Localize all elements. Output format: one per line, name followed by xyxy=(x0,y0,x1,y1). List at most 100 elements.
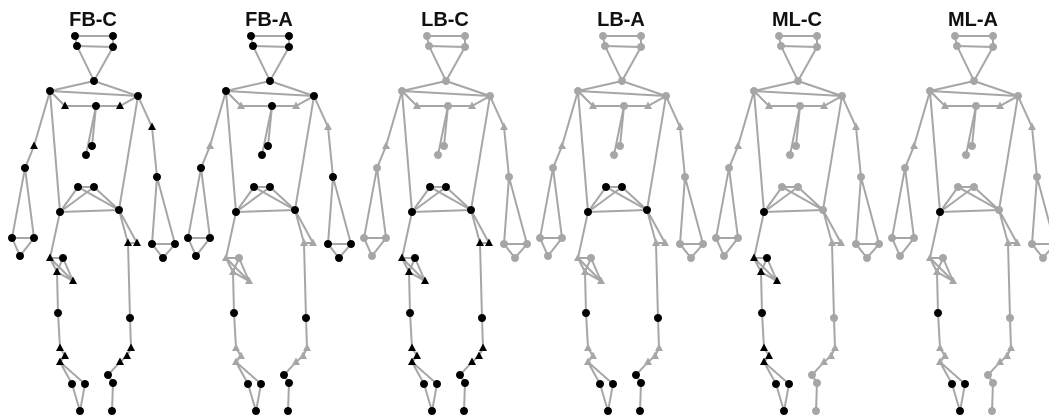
joint-head-tl-circle xyxy=(423,32,431,40)
joint-hand-r-circle xyxy=(1039,254,1047,262)
bone-edge xyxy=(57,312,61,349)
bone-edge xyxy=(577,90,667,97)
bone-edge xyxy=(238,257,250,282)
bone-edge xyxy=(1031,176,1038,245)
bone-edge xyxy=(287,382,290,412)
joint-chest-r-triangle xyxy=(820,101,828,109)
bone-edge xyxy=(313,95,329,128)
bone-edge xyxy=(252,45,290,48)
joint-wrist-l-a-circle xyxy=(360,234,368,242)
bone-edge xyxy=(561,90,579,147)
joint-head-br-circle xyxy=(285,43,293,51)
bone-edge xyxy=(780,45,818,48)
bone-edge xyxy=(200,167,211,239)
bone-edge xyxy=(225,90,315,97)
bone-edge xyxy=(679,176,686,245)
joint-hip-top-r-circle xyxy=(618,183,626,191)
joint-hip-l-circle xyxy=(408,208,416,216)
joint-shin-l-b-triangle xyxy=(589,351,597,359)
joint-neck-circle xyxy=(442,77,450,85)
panel-title: FB-A xyxy=(245,9,293,31)
joint-hand-r-circle xyxy=(687,254,695,262)
bone-edge xyxy=(235,209,296,213)
joint-toe-l-circle xyxy=(956,407,964,415)
joint-upperarm-r-triangle xyxy=(324,122,332,130)
joint-shin-r-b-triangle xyxy=(827,351,835,359)
joint-elbow-l-circle xyxy=(901,164,909,172)
bone-edge xyxy=(761,312,765,349)
joint-wrist-r-b-circle xyxy=(347,240,355,248)
skeleton-edges xyxy=(187,35,352,412)
joint-head-bl-circle xyxy=(73,42,81,50)
joint-thigh-l-circle xyxy=(758,309,766,317)
joint-shin-l-a-triangle xyxy=(760,343,768,351)
panel-ml-a: ML-A xyxy=(888,9,1049,415)
joint-upperarm-r-triangle xyxy=(1028,122,1036,130)
bone-edge xyxy=(411,186,447,213)
joint-thigh-l-circle xyxy=(582,309,590,317)
joint-ankle-r-triangle xyxy=(996,357,1004,365)
joint-thigh-l-circle xyxy=(934,309,942,317)
joint-shoulder-r-circle xyxy=(134,92,142,100)
joint-chest-c-circle xyxy=(444,102,452,110)
joint-sternum-b-circle xyxy=(82,151,90,159)
joint-elbow-l-circle xyxy=(197,164,205,172)
bone-edge xyxy=(255,383,262,412)
joint-upperarm-l-triangle xyxy=(30,141,38,149)
bone-edge xyxy=(587,209,648,213)
joint-pelvis-1-triangle xyxy=(574,253,582,261)
bone-edge xyxy=(294,95,315,211)
joint-chest-r-triangle xyxy=(116,101,124,109)
bone-edge xyxy=(127,242,131,319)
bone-edge xyxy=(151,176,158,245)
joint-wrist-r-b-circle xyxy=(171,240,179,248)
bone-edge xyxy=(753,257,778,282)
panel-title: ML-C xyxy=(772,9,822,31)
joint-pelvis-1-triangle xyxy=(222,253,230,261)
bone-edge xyxy=(815,382,818,412)
joint-ankle-r-triangle xyxy=(116,357,124,365)
bone-edge xyxy=(253,186,296,211)
bone-edge xyxy=(797,46,818,82)
joint-upperarm-l-triangle xyxy=(558,141,566,149)
joint-pelvis-4-triangle xyxy=(421,276,429,284)
joint-neck-circle xyxy=(794,77,802,85)
joint-wrist-l-a-circle xyxy=(184,234,192,242)
bone-edge xyxy=(59,209,120,213)
bone-edge xyxy=(939,361,953,385)
joint-head-tr-circle xyxy=(285,32,293,40)
joint-foot-r-circle xyxy=(989,379,997,387)
joint-shoulder-l-circle xyxy=(574,87,582,95)
bone-edge xyxy=(956,45,975,82)
bone-edge xyxy=(209,90,227,147)
bone-edge xyxy=(789,105,801,156)
bone-edge xyxy=(577,90,589,213)
bone-edge xyxy=(261,105,273,156)
joint-shoulder-r-circle xyxy=(838,92,846,100)
bone-edge xyxy=(753,90,843,97)
bone-edge xyxy=(49,90,61,213)
joint-chest-c-circle xyxy=(796,102,804,110)
bone-edge xyxy=(76,45,95,82)
bone-edge xyxy=(639,382,642,412)
joint-toe-r-circle xyxy=(108,407,116,415)
bone-edge xyxy=(437,105,449,156)
bone-edge xyxy=(753,90,765,213)
bone-edge xyxy=(294,209,314,244)
bone-edge xyxy=(831,242,835,319)
joint-pelvis-2-circle xyxy=(587,254,595,262)
joint-hip-top-r-circle xyxy=(442,183,450,191)
joint-shin-l-b-triangle xyxy=(61,351,69,359)
joint-foot-l-a-circle xyxy=(244,380,252,388)
joint-knee-l-a-triangle xyxy=(300,238,308,246)
joint-hand-r-circle xyxy=(335,254,343,262)
joint-ankle-l-triangle xyxy=(232,357,240,365)
joint-pelvis-4-triangle xyxy=(773,276,781,284)
joint-pelvis-2-circle xyxy=(939,254,947,262)
joint-wrist-l-b-circle xyxy=(734,234,742,242)
joint-neck-circle xyxy=(970,77,978,85)
joint-ankle-r-triangle xyxy=(820,357,828,365)
joint-thigh-r-circle xyxy=(478,314,486,322)
joint-shin-r-a-triangle xyxy=(831,343,839,351)
bone-edge xyxy=(33,90,51,147)
